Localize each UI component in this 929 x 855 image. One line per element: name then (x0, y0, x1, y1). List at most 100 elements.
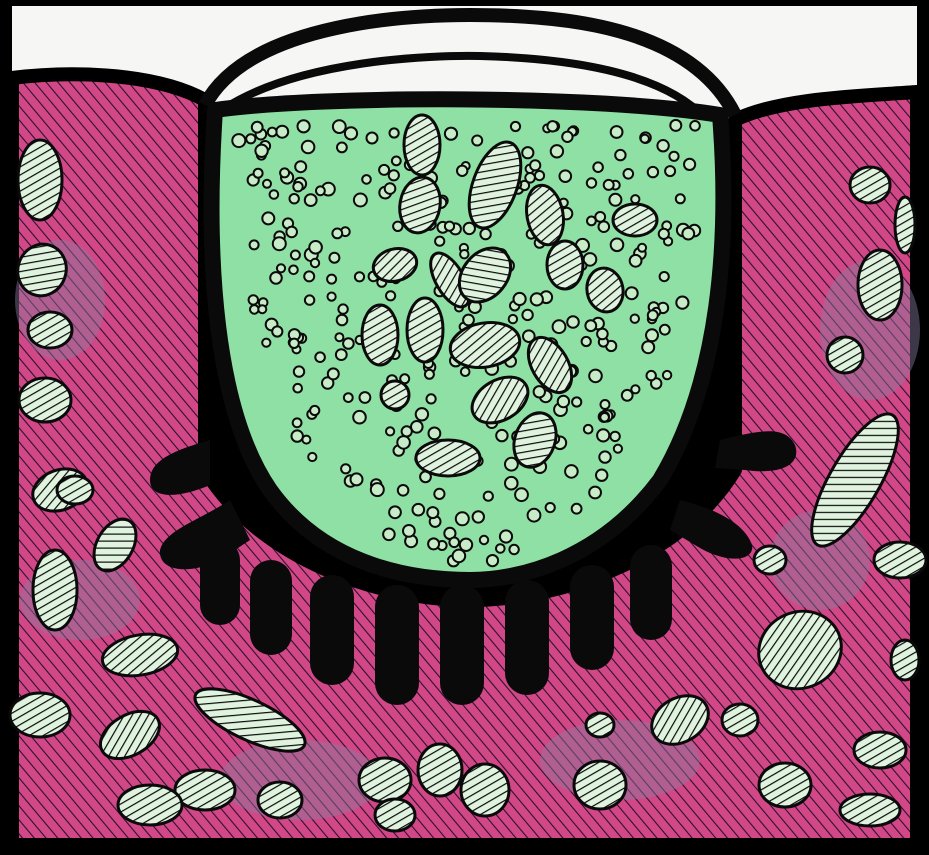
vesicle (309, 241, 322, 254)
muscle-mitochondrion (118, 785, 182, 825)
vesicle (393, 222, 402, 231)
vesicle (599, 221, 610, 232)
vesicle (626, 287, 638, 299)
muscle-mitochondrion (375, 799, 415, 831)
muscle-mitochondrion (874, 542, 926, 578)
vesicle (614, 445, 622, 453)
muscle-mitochondrion (858, 250, 902, 320)
vesicle (293, 418, 302, 427)
vesicle (429, 428, 441, 440)
muscle-mitochondrion (461, 764, 509, 816)
vesicle (463, 315, 474, 326)
muscle-mitochondrion (28, 312, 72, 348)
vesicle (252, 122, 263, 133)
vesicle (292, 430, 303, 441)
muscle-mitochondrion (418, 744, 462, 796)
vesicle (665, 166, 675, 176)
vesicle (496, 544, 505, 553)
fold-6 (505, 580, 549, 695)
vesicle (250, 240, 259, 249)
vesicle (600, 413, 609, 422)
vesicle (398, 485, 409, 496)
vesicle (344, 393, 353, 402)
vesicle (310, 406, 319, 415)
muscle-mitochondrion (722, 704, 758, 736)
muscle-mitochondrion (19, 378, 71, 422)
vesicle (534, 386, 545, 397)
muscle-mitochondrion (840, 794, 900, 826)
vesicle (270, 272, 282, 284)
vesicle (496, 430, 507, 441)
vesicle (487, 555, 498, 566)
vesicle (560, 170, 572, 182)
muscle-mitochondrion (18, 140, 62, 220)
vesicle (298, 120, 310, 132)
vesicle (403, 525, 415, 537)
vesicle (690, 121, 700, 131)
vesicle (397, 436, 410, 449)
fold-4 (375, 585, 419, 705)
fold-8 (630, 545, 672, 640)
vesicle (329, 253, 339, 263)
vesicle (599, 451, 610, 462)
terminal-mitochondrion (547, 241, 583, 289)
vesicle (610, 432, 619, 441)
vesicle (389, 506, 401, 518)
vesicle (587, 217, 596, 226)
vesicle (589, 487, 601, 499)
vesicle (611, 239, 624, 252)
terminal-mitochondrion (613, 204, 657, 236)
fold-1 (200, 540, 240, 625)
vesicle (286, 227, 297, 238)
vesicle (389, 170, 399, 180)
vesicle (355, 272, 364, 281)
vesicle (293, 182, 302, 191)
vesicle (280, 168, 289, 177)
terminal-mitochondrion (416, 440, 480, 476)
vesicle (385, 183, 396, 194)
vesicle (595, 212, 605, 222)
terminal-mitochondrion (362, 305, 398, 365)
vesicle (509, 545, 518, 554)
vesicle (682, 228, 694, 240)
vesicle (427, 394, 436, 403)
vesicle (660, 272, 669, 281)
vesicle (646, 329, 658, 341)
muscle-mitochondrion (850, 167, 890, 203)
vesicle (302, 436, 310, 444)
vesicle (572, 504, 582, 514)
vesicle (449, 538, 459, 548)
vesicle (631, 315, 639, 323)
muscle-mitochondrion (175, 770, 235, 810)
muscle-mitochondrion (754, 546, 786, 574)
muscle-mitochondrion (827, 337, 863, 373)
vesicle (434, 489, 444, 499)
vesicle (435, 237, 444, 246)
vesicle (638, 244, 646, 252)
vesicle (305, 295, 314, 304)
vesicle (362, 175, 371, 184)
vesicle (659, 229, 669, 239)
vesicle (480, 229, 490, 239)
vesicle (445, 128, 457, 140)
vesicle (291, 251, 300, 260)
muscle-mitochondrion (359, 758, 411, 802)
vesicle (535, 171, 544, 180)
vesicle (270, 190, 279, 199)
vesicle (565, 465, 578, 478)
vesicle (308, 453, 316, 461)
vesicle (354, 194, 367, 207)
vesicle (562, 132, 572, 142)
vesicle (676, 297, 688, 309)
terminal-mitochondrion (381, 381, 409, 409)
vesicle (390, 128, 399, 137)
muscle-mitochondrion (895, 197, 915, 253)
vesicle (328, 293, 336, 301)
muscle-mitochondrion (574, 761, 626, 809)
vesicle (547, 121, 557, 131)
vesicle (530, 160, 540, 170)
vesicle (343, 338, 354, 349)
vesicle (302, 141, 315, 154)
vesicle (311, 259, 319, 267)
